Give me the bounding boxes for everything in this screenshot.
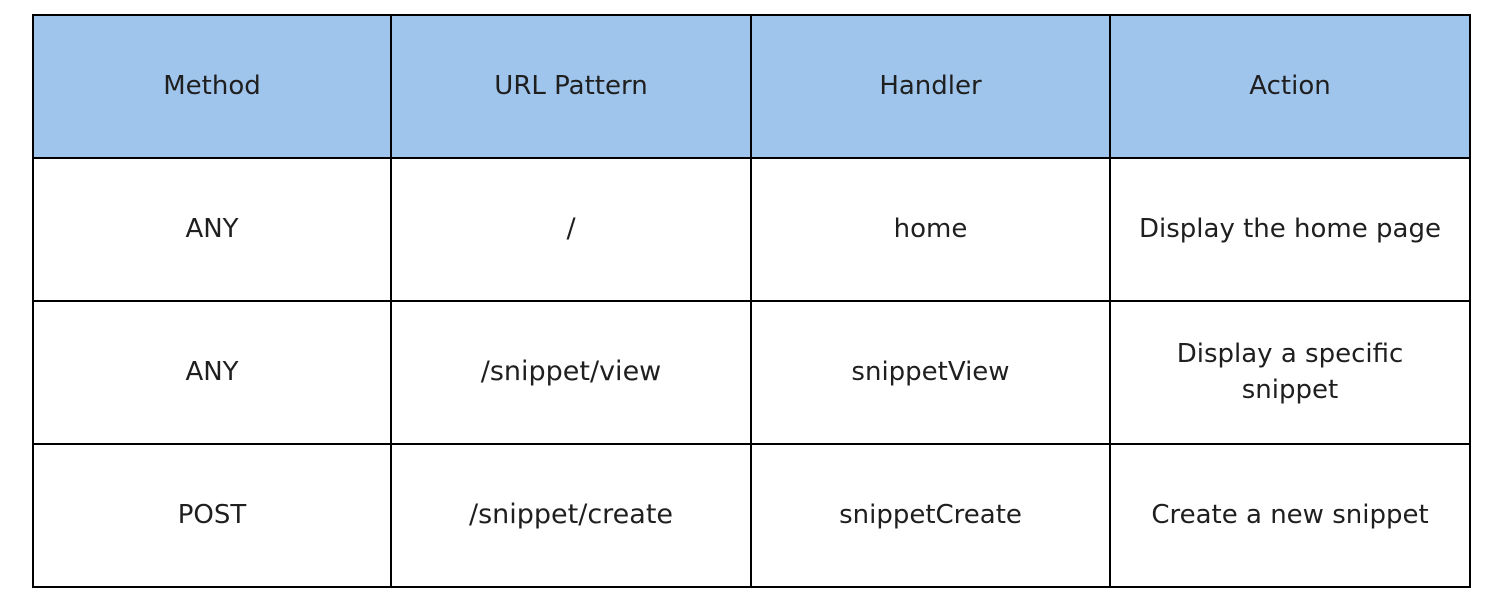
cell-url-pattern: / [390, 157, 752, 302]
routes-table: Method URL Pattern Handler Action ANY / … [32, 14, 1471, 588]
cell-handler: snippetView [750, 300, 1111, 445]
cell-handler: home [750, 157, 1111, 302]
table-row: ANY / home Display the home page [32, 157, 1471, 302]
table-header: Method URL Pattern Handler Action [32, 14, 1471, 159]
header-row: Method URL Pattern Handler Action [32, 14, 1471, 159]
cell-handler: snippetCreate [750, 443, 1111, 588]
table-body: ANY / home Display the home page ANY /sn… [32, 157, 1471, 588]
cell-url-pattern: /snippet/create [390, 443, 752, 588]
header-method: Method [32, 14, 392, 159]
cell-action: Display the home page [1109, 157, 1471, 302]
cell-method: ANY [32, 157, 392, 302]
table-row: POST /snippet/create snippetCreate Creat… [32, 443, 1471, 588]
cell-method: POST [32, 443, 392, 588]
cell-action: Display a specific snippet [1109, 300, 1471, 445]
header-handler: Handler [750, 14, 1111, 159]
cell-action: Create a new snippet [1109, 443, 1471, 588]
cell-url-pattern: /snippet/view [390, 300, 752, 445]
header-action: Action [1109, 14, 1471, 159]
table-row: ANY /snippet/view snippetView Display a … [32, 300, 1471, 445]
cell-method: ANY [32, 300, 392, 445]
header-url-pattern: URL Pattern [390, 14, 752, 159]
